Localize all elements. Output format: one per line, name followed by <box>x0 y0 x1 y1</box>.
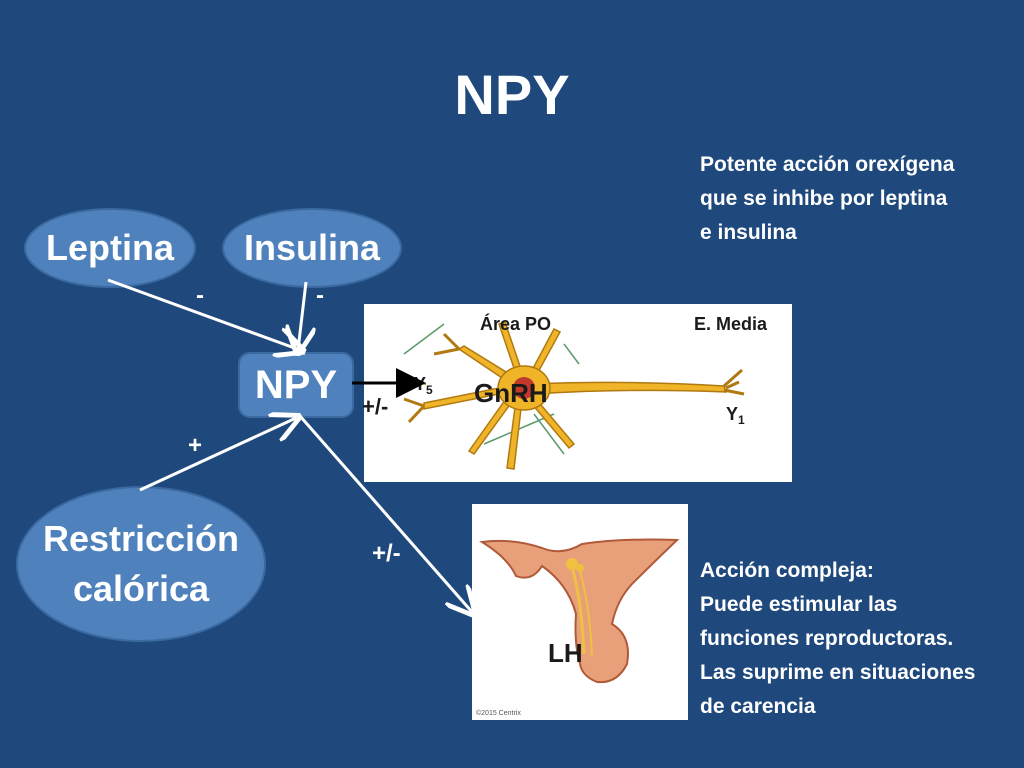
arrow-leptina-to-npy <box>107 278 300 350</box>
arrow-insulina-to-npy <box>298 281 306 350</box>
restriccion-calorica-node: Restricción calórica <box>16 486 266 642</box>
top-note: Potente acción orexígena que se inhibe p… <box>700 148 1010 250</box>
e-media-label: E. Media <box>694 314 768 334</box>
sign-restriccion: + <box>188 432 203 459</box>
y1-subscript: 1 <box>738 413 745 427</box>
sign-insulina: - <box>316 282 324 309</box>
npy-node: NPY <box>238 352 354 418</box>
sign-npy-gnrh: +/- <box>362 394 389 419</box>
sign-npy-lh: +/- <box>372 540 401 567</box>
top-note-line3: e insulina <box>700 221 797 244</box>
area-po-label: Área PO <box>480 314 552 334</box>
y1-receptor-label: Y1 <box>726 404 745 427</box>
sign-leptina: - <box>196 282 204 309</box>
bottom-note-line5: de carencia <box>700 695 816 718</box>
leptina-label: Leptina <box>45 227 174 268</box>
y1-letter: Y <box>726 404 739 424</box>
page-title: NPY <box>454 63 570 126</box>
y5-subscript: 5 <box>426 383 433 397</box>
panel-mask-square <box>646 690 688 720</box>
neuron-mask-square <box>536 466 586 482</box>
insulina-node: Insulina <box>222 208 402 288</box>
leptina-node: Leptina <box>24 208 196 288</box>
arrow-npy-to-lh <box>298 415 472 612</box>
arrow-restriccion-to-npy <box>139 418 296 492</box>
bottom-note-line2: Puede estimular las <box>700 593 898 616</box>
bottom-note-line4: Las suprime en situaciones <box>700 661 976 684</box>
restriccion-label-line1: Restricción <box>42 518 240 559</box>
gnrh-neuron-illustration <box>403 321 745 470</box>
bottom-note: Acción compleja: Puede estimular las fun… <box>700 554 1020 724</box>
top-note-line1: Potente acción orexígena <box>700 153 955 176</box>
restriccion-label-line2: calórica <box>72 568 210 609</box>
insulina-label: Insulina <box>243 227 381 268</box>
pituitary-panel: LH ©2015 Centrix <box>472 504 688 720</box>
gnrh-neuron-panel: Área PO E. Media GnRH Y 5 Y1 <box>364 304 792 482</box>
copyright-text: ©2015 Centrix <box>476 710 521 717</box>
gnrh-label: GnRH <box>474 378 548 408</box>
bottom-note-line1: Acción compleja: <box>700 559 874 582</box>
bottom-note-line3: funciones reproductoras. <box>700 627 954 650</box>
pituitary-illustration <box>479 538 680 684</box>
top-note-line2: que se inhibe por leptina <box>700 187 948 210</box>
npy-label: NPY <box>254 362 338 407</box>
lh-label: LH <box>548 638 583 668</box>
